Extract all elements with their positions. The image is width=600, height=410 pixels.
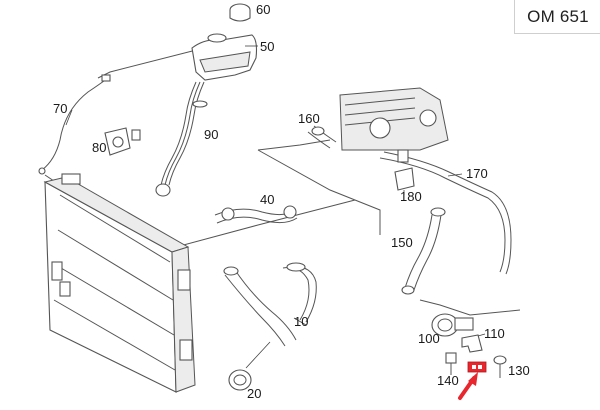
fitting-180: 180: [394, 167, 422, 204]
label-160: 160: [298, 111, 320, 126]
label-70: 70: [53, 101, 67, 116]
label-40: 40: [260, 192, 274, 207]
label-140: 140: [437, 373, 459, 388]
label-50: 50: [260, 39, 274, 54]
label-20: 20: [247, 386, 261, 401]
highlighted-part: [467, 361, 487, 373]
label-130: 130: [508, 363, 530, 378]
bolt-140: 140: [437, 352, 459, 388]
lower-hose-10: 10: [223, 262, 317, 347]
water-pump-100: 100: [418, 313, 474, 346]
bleed-line-70: 70: [38, 74, 111, 175]
label-170: 170: [466, 166, 488, 181]
hose-clamp-20: 20: [228, 341, 271, 401]
label-90: 90: [204, 127, 218, 142]
clip-bracket-80: 80: [92, 127, 141, 156]
label-10: 10: [294, 314, 308, 329]
hose-170: 170: [379, 149, 512, 275]
label-80: 80: [92, 140, 106, 155]
engine-code-label: OM 651: [527, 6, 589, 26]
label-60: 60: [256, 2, 270, 17]
label-150: 150: [391, 235, 413, 250]
expansion-tank-50: 50: [191, 33, 274, 81]
radiator: [43, 173, 196, 393]
bolt-130: 130: [493, 355, 530, 378]
label-100: 100: [418, 331, 440, 346]
hose-160: 160: [298, 111, 337, 149]
hose-90: 90: [155, 81, 218, 197]
red-arrow-icon: [458, 372, 478, 400]
hose-40: 40: [214, 192, 298, 224]
tank-cap-60: 60: [229, 2, 270, 22]
bracket-110: 110: [461, 326, 505, 353]
thermostat-housing: [339, 87, 449, 151]
engine-code-box: OM 651: [514, 0, 600, 34]
label-110: 110: [484, 326, 505, 341]
hose-150: 150: [391, 207, 446, 295]
label-180: 180: [400, 189, 422, 204]
